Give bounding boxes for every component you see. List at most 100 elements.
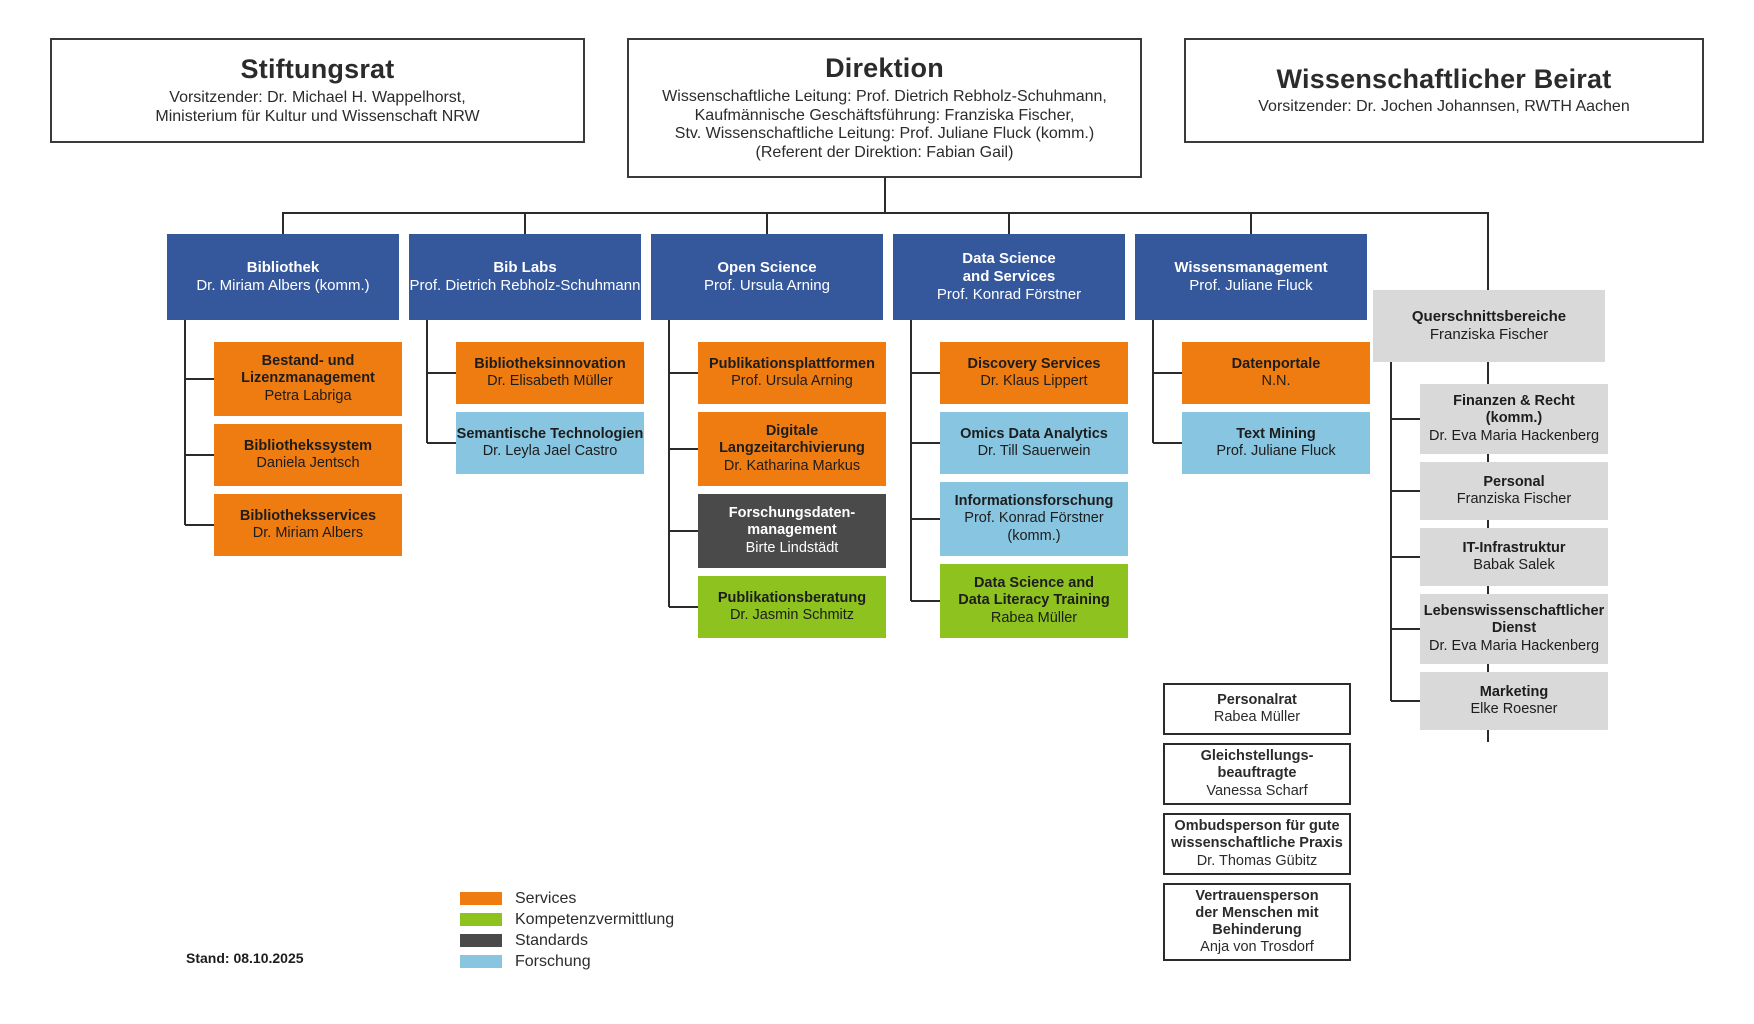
legend-label-3: Forschung (515, 952, 591, 970)
crossfunctional-title: Querschnittsbereiche (1411, 308, 1567, 326)
trunk-direktion-vertical (883, 178, 886, 212)
crossfunctional-lead: Franziska Fischer (1429, 326, 1549, 343)
unit-title: Text Mining (1236, 425, 1316, 442)
department-title-bib-labs: Bib Labs (493, 259, 557, 277)
representative-title: Gleichstellungs- (1200, 748, 1314, 765)
department-title-bibliothek: Bibliothek (246, 259, 320, 277)
unit-lead: Dr. Klaus Lippert (980, 373, 1088, 389)
unit-title: Semantische Technologien (456, 425, 644, 442)
dept-drop-bibliothek (282, 212, 284, 234)
legend-label-0: Services (515, 889, 577, 907)
department-title-open-science: Open Science (717, 259, 817, 277)
dept-drop-data-science-and-services (1008, 212, 1010, 234)
unit-connector-open-science-0 (669, 372, 698, 374)
governance-detail-direktion: Wissenschaftliche Leitung: Prof. Dietric… (662, 87, 1107, 105)
unit-connector-wissensmanagement-0 (1153, 372, 1182, 374)
dept-drop-wissensmanagement (1250, 212, 1252, 234)
department-lead-bib-labs: Prof. Dietrich Rebholz-Schuhmann (409, 277, 641, 294)
department-lead-open-science: Prof. Ursula Arning (704, 277, 830, 294)
dept-spine-wissensmanagement (1152, 320, 1154, 443)
stand-date: Stand: 08.10.2025 (186, 950, 304, 966)
department-lead-wissensmanagement: Prof. Juliane Fluck (1189, 277, 1313, 294)
unit-lead: Prof. Ursula Arning (731, 373, 853, 389)
unit-lead: (komm.) (1007, 527, 1061, 544)
legend-swatch-kompetenzvermittlung (460, 913, 502, 926)
unit-title: Forschungsdaten- (728, 505, 856, 522)
crossfunctional-connector-3 (1391, 628, 1420, 630)
unit-connector-open-science-2 (669, 530, 698, 532)
dept-drop-open-science (766, 212, 768, 234)
unit-lead: Dr. Katharina Markus (723, 457, 861, 474)
unit-connector-open-science-3 (669, 606, 698, 608)
representative-lead: Anja von Trosdorf (1200, 939, 1314, 956)
legend-item-3: Forschung (460, 951, 674, 972)
governance-detail-wissenschaftlicher-beirat: Vorsitzender: Dr. Jochen Johannsen, RWTH… (1258, 98, 1630, 116)
unit-title: Data Science and (973, 575, 1095, 592)
representative-title: beauftragte (1217, 765, 1297, 782)
unit-connector-data-science-and-services-2 (911, 518, 940, 520)
representative-title: Personalrat (1217, 691, 1297, 708)
unit-title: Datenportale (1231, 355, 1321, 372)
unit-connector-bibliothek-0 (185, 378, 214, 380)
dept-spine-open-science (668, 320, 670, 607)
dept-drop-bib-labs (524, 212, 526, 234)
legend-item-1: Kompetenzvermittlung (460, 909, 674, 930)
governance-detail-direktion: Kaufmännische Geschäftsführung: Franzisk… (694, 106, 1075, 124)
unit-title: management (747, 522, 837, 539)
unit-lead: Rabea Müller (990, 609, 1078, 626)
unit-connector-data-science-and-services-0 (911, 372, 940, 374)
unit-lead: Dr. Elisabeth Müller (487, 373, 613, 389)
department-lead-bibliothek: Dr. Miriam Albers (komm.) (196, 277, 370, 294)
unit-lead: Dr. Jasmin Schmitz (729, 607, 855, 623)
unit-lead: Petra Labriga (264, 387, 352, 404)
legend-item-2: Standards (460, 930, 674, 951)
department-title-wissensmanagement: Wissensmanagement (1174, 259, 1328, 277)
governance-title-wissenschaftlicher-beirat: Wissenschaftlicher Beirat (1276, 63, 1612, 94)
governance-title-direktion: Direktion (825, 52, 944, 83)
unit-lead: Birte Lindstädt (745, 539, 839, 556)
dept-spine-bibliothek (184, 320, 186, 525)
unit-lead: Dr. Leyla Jael Castro (482, 443, 618, 459)
unit-title: Bibliotheksservices (239, 507, 377, 524)
unit-lead: Dr. Miriam Albers (252, 525, 364, 541)
crossfunctional-unit-title: IT-Infrastruktur (1462, 539, 1566, 556)
crossfunctional-unit-0[interactable]: Finanzen & Recht(komm.)Dr. Eva Maria Hac… (1420, 384, 1608, 454)
crossfunctional-connector-4 (1391, 700, 1420, 702)
legend-swatch-standards (460, 934, 502, 947)
representative-lead: Rabea Müller (1213, 709, 1301, 725)
distribution-bus (282, 212, 1489, 214)
legend-swatch-forschung (460, 955, 502, 968)
unit-connector-data-science-and-services-3 (911, 600, 940, 602)
unit-title: Bibliotheksinnovation (474, 355, 626, 372)
